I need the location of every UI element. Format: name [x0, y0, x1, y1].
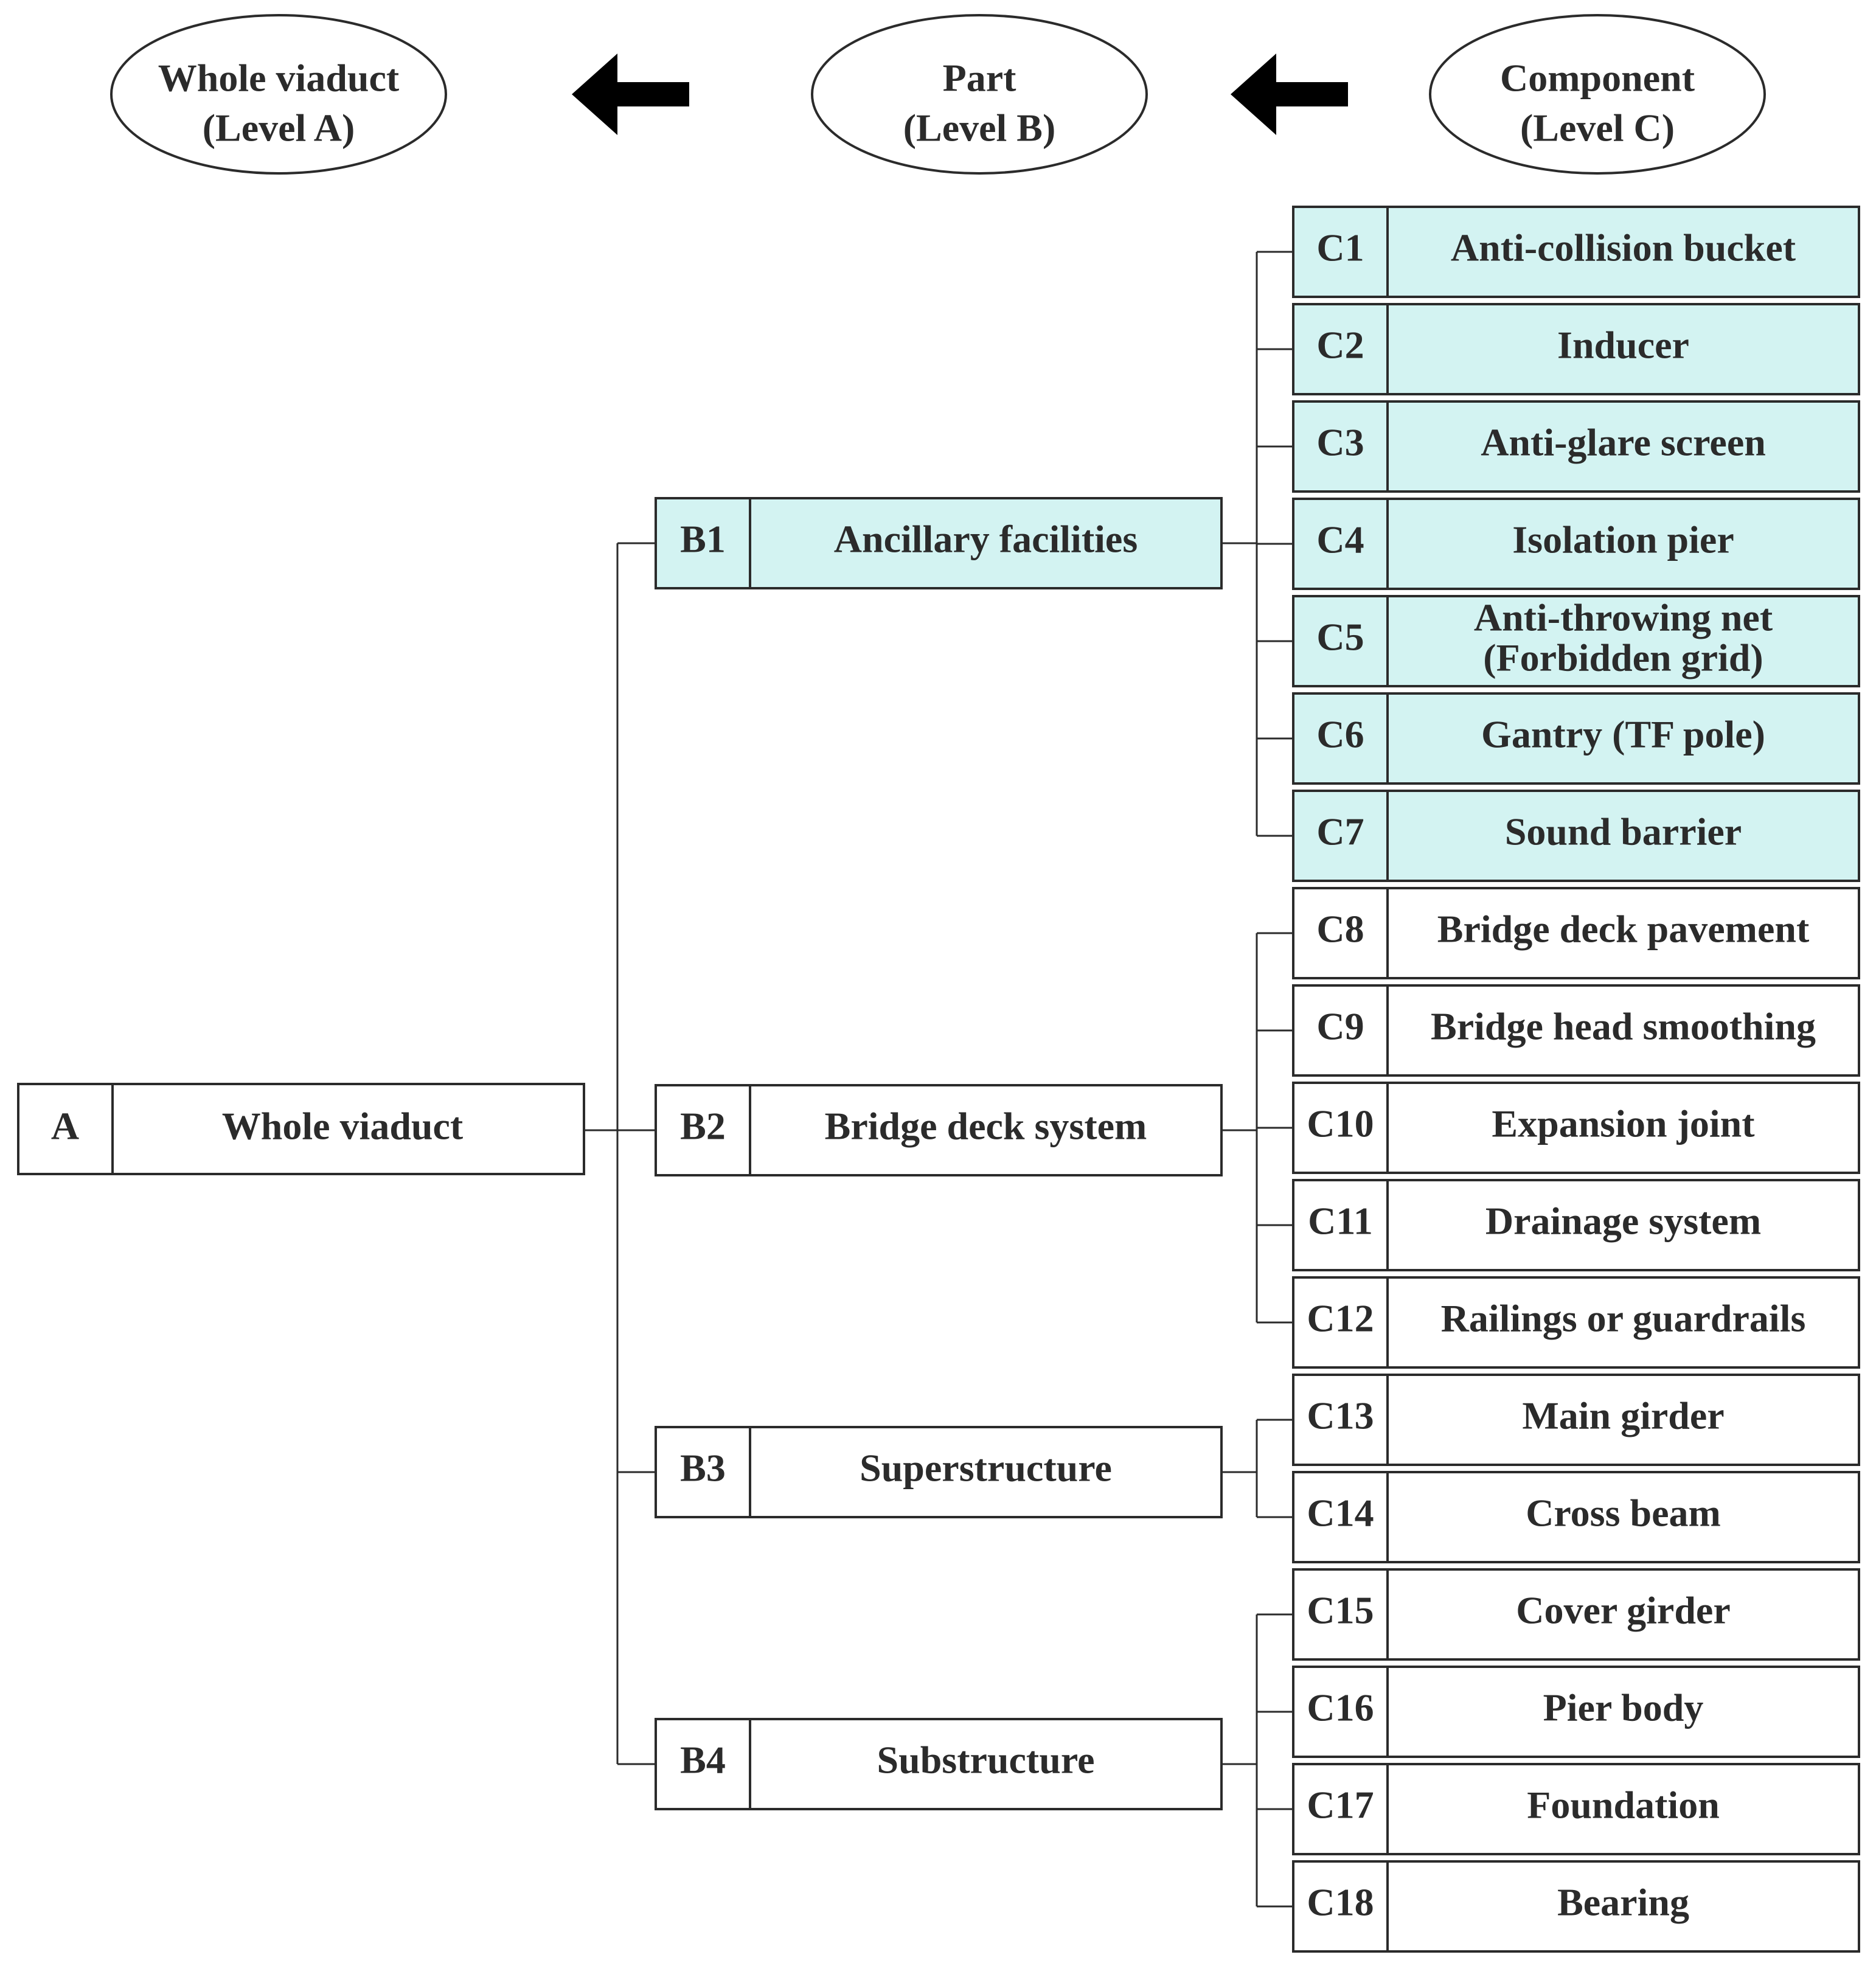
component-code: C2	[1316, 324, 1364, 367]
part-label: Bridge deck system	[825, 1105, 1147, 1148]
component-node-c16: C16 Pier body	[1292, 1666, 1860, 1758]
level-a-subtitle: (Level A)	[203, 106, 355, 150]
component-label: Foundation	[1527, 1784, 1720, 1827]
component-label: Expansion joint	[1492, 1102, 1755, 1145]
component-label: Cover girder	[1516, 1589, 1730, 1632]
root-node: A Whole viaduct	[17, 1083, 585, 1175]
component-code: C10	[1307, 1102, 1374, 1145]
root-code: A	[51, 1105, 79, 1148]
component-node-c11: C11 Drainage system	[1292, 1179, 1860, 1271]
component-node-c9: C9 Bridge head smoothing	[1292, 984, 1860, 1077]
component-label: Anti-glare screen	[1481, 421, 1766, 464]
part-label: Ancillary facilities	[834, 518, 1138, 561]
level-c-header: Component (Level C)	[1429, 14, 1766, 175]
component-label: Isolation pier	[1512, 518, 1734, 561]
part-node-b3: B3 Superstructure	[655, 1426, 1223, 1518]
part-label: Superstructure	[860, 1447, 1112, 1490]
component-code: C4	[1316, 518, 1364, 561]
component-label: Drainage system	[1485, 1200, 1761, 1243]
component-code: C7	[1316, 810, 1364, 853]
root-label: Whole viaduct	[222, 1105, 464, 1148]
component-node-c14: C14 Cross beam	[1292, 1471, 1860, 1563]
component-label: Main girder	[1522, 1394, 1724, 1437]
component-label: Inducer	[1557, 324, 1689, 367]
component-node-c17: C17 Foundation	[1292, 1763, 1860, 1855]
left-arrow-icon	[1231, 54, 1348, 135]
component-code: C1	[1316, 226, 1364, 269]
component-label: Bearing	[1557, 1881, 1689, 1924]
connector-lines	[584, 251, 1293, 1908]
component-label: Anti-throwing net	[1474, 596, 1773, 639]
part-node-b2: B2 Bridge deck system	[655, 1084, 1223, 1176]
component-node-c12: C12 Railings or guardrails	[1292, 1276, 1860, 1369]
component-node-c2: C2 Inducer	[1292, 303, 1860, 395]
component-node-c3: C3 Anti-glare screen	[1292, 400, 1860, 493]
level-c-title: Component	[1500, 57, 1695, 100]
component-node-c13: C13 Main girder	[1292, 1374, 1860, 1466]
component-label-line2: (Forbidden grid)	[1483, 636, 1763, 679]
component-label: Bridge deck pavement	[1437, 908, 1810, 951]
component-label: Sound barrier	[1505, 810, 1742, 853]
component-label: Bridge head smoothing	[1431, 1005, 1816, 1048]
level-a-title: Whole viaduct	[158, 57, 400, 100]
level-b-header: Part (Level B)	[811, 14, 1148, 175]
component-code: C13	[1307, 1394, 1374, 1437]
component-node-c15: C15 Cover girder	[1292, 1568, 1860, 1661]
component-code: C18	[1307, 1881, 1374, 1924]
component-code: C11	[1308, 1200, 1373, 1243]
component-label: Cross beam	[1526, 1492, 1721, 1535]
component-node-c10: C10 Expansion joint	[1292, 1082, 1860, 1174]
part-label: Substructure	[877, 1739, 1095, 1782]
component-node-c8: C8 Bridge deck pavement	[1292, 887, 1860, 979]
part-code: B2	[680, 1105, 726, 1148]
component-node-c18: C18 Bearing	[1292, 1860, 1860, 1953]
level-a-header: Whole viaduct (Level A)	[110, 14, 447, 175]
component-node-c1: C1 Anti-collision bucket	[1292, 206, 1860, 298]
component-code: C8	[1316, 908, 1364, 951]
left-arrow-icon	[572, 54, 689, 135]
component-node-c5: C5 Anti-throwing net(Forbidden grid)	[1292, 595, 1860, 687]
component-code: C17	[1307, 1784, 1374, 1827]
component-label: Pier body	[1543, 1686, 1704, 1729]
component-node-c7: C7 Sound barrier	[1292, 790, 1860, 882]
component-node-c4: C4 Isolation pier	[1292, 498, 1860, 590]
part-node-b4: B4 Substructure	[655, 1718, 1223, 1810]
component-code: C15	[1307, 1589, 1374, 1632]
part-code: B3	[680, 1447, 726, 1490]
component-code: C12	[1307, 1297, 1374, 1340]
component-label: Gantry (TF pole)	[1481, 713, 1765, 756]
level-b-title: Part	[943, 57, 1017, 100]
component-code: C6	[1316, 713, 1364, 756]
component-label: Railings or guardrails	[1441, 1297, 1806, 1340]
component-code: C14	[1307, 1492, 1374, 1535]
component-label: Anti-collision bucket	[1451, 226, 1796, 269]
level-c-subtitle: (Level C)	[1520, 106, 1675, 150]
component-code: C3	[1316, 421, 1364, 464]
component-node-c6: C6 Gantry (TF pole)	[1292, 692, 1860, 785]
part-code: B4	[680, 1739, 726, 1782]
component-code: C9	[1316, 1005, 1364, 1048]
part-code: B1	[680, 518, 726, 561]
component-code: C16	[1307, 1686, 1374, 1729]
component-code: C5	[1316, 616, 1364, 659]
part-node-b1: B1 Ancillary facilities	[655, 497, 1223, 589]
level-b-subtitle: (Level B)	[903, 106, 1056, 150]
